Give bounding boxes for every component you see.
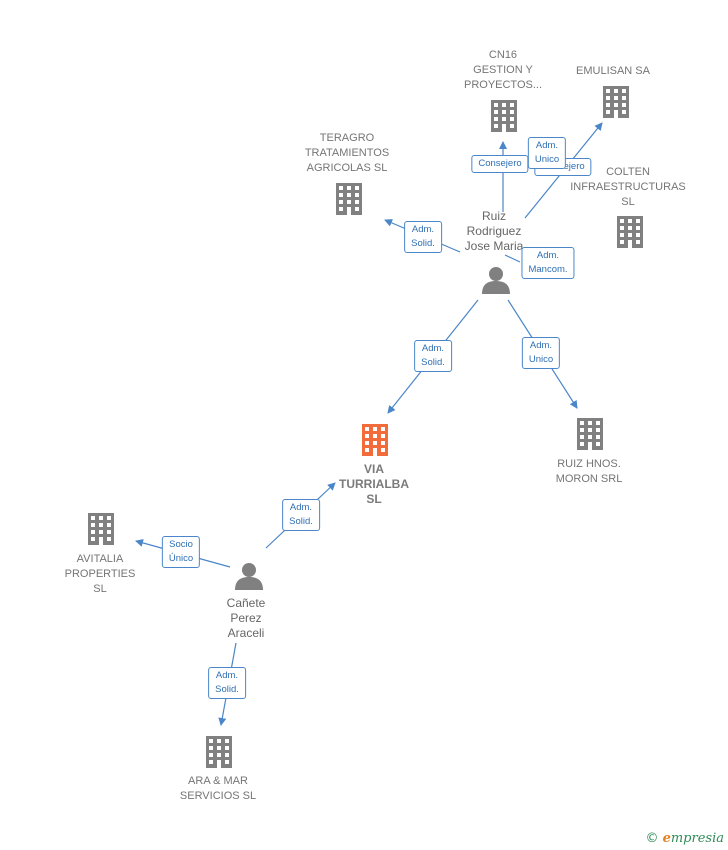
building-icon[interactable] (362, 424, 388, 456)
building-icon[interactable] (88, 513, 114, 545)
building-icon[interactable] (336, 183, 362, 215)
node-label-canete[interactable]: Cañete Perez Araceli (226, 596, 266, 640)
node-label-emulisan[interactable]: EMULISAN SA (576, 65, 650, 77)
building-icon[interactable] (603, 86, 629, 118)
building-icon[interactable] (206, 736, 232, 768)
building-icon[interactable] (577, 418, 603, 450)
node-label-colten[interactable]: COLTEN INFRAESTRUCTURAS SL (570, 166, 686, 208)
edge-label-adm-solid-teragro: Adm. Solid. (404, 221, 442, 253)
node-label-via-turrialba[interactable]: VIA TURRIALBA SL (339, 462, 409, 506)
node-label-ruiz[interactable]: Ruiz Rodriguez Jose Maria (464, 209, 524, 253)
edge-label-adm-solid-via: Adm. Solid. (414, 340, 452, 372)
copyright-icon: © (645, 831, 659, 846)
edge-label-adm-solid-via-2: Adm. Solid. (282, 499, 320, 531)
edge-label-adm-unico-ruizhnos: Adm. Unico (521, 337, 561, 369)
brand-logo-text: mpresia (670, 831, 724, 846)
brand-footer[interactable]: © empresia (645, 831, 724, 846)
edge-label-adm-solid-aramar: Adm. Solid. (208, 667, 246, 699)
person-icon[interactable] (482, 267, 510, 294)
brand-logo-initial: e (662, 831, 671, 846)
building-icon[interactable] (617, 216, 643, 248)
node-label-cn16[interactable]: CN16 GESTION Y PROYECTOS... (463, 49, 543, 91)
edge-label-socio-unico: Socio Único (161, 536, 201, 568)
node-label-avitalia[interactable]: AVITALIA PROPERTIES SL (64, 553, 136, 595)
node-label-teragro[interactable]: TERAGRO TRATAMIENTOS AGRICOLAS SL (304, 132, 390, 174)
building-icon[interactable] (491, 100, 517, 132)
person-icon[interactable] (235, 563, 263, 590)
edge-label-consejero-cn16: Consejero (471, 155, 529, 173)
edge-line (504, 254, 521, 263)
edge-label-adm-unico-emulisan: Adm. Unico (527, 137, 567, 169)
node-label-ara-mar[interactable]: ARA & MAR SERVICIOS SL (179, 775, 257, 802)
node-label-ruiz-hnos[interactable]: RUIZ HNOS. MORON SRL (555, 458, 623, 485)
edge-label-adm-mancom: Adm. Mancom. (521, 247, 575, 279)
